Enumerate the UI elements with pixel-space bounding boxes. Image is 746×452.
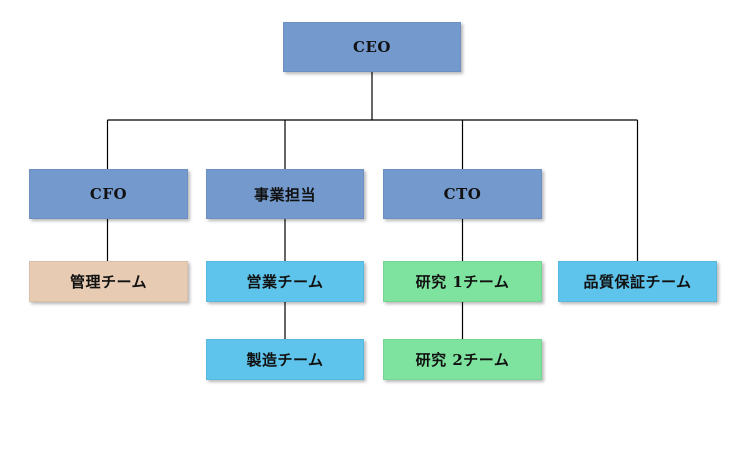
research-team-1-label: 研究 1チーム [415, 273, 510, 291]
sales-team-box: 営業チーム [206, 261, 364, 302]
quality-assurance-team-box: 品質保証チーム [558, 261, 717, 302]
cfo-box: CFO [29, 169, 188, 219]
cto-label: CTO [443, 185, 482, 203]
quality-assurance-team-label: 品質保証チーム [583, 273, 692, 291]
business-head-box: 事業担当 [206, 169, 364, 219]
research-team-2-label: 研究 2チーム [415, 351, 510, 369]
admin-team-box: 管理チーム [29, 261, 188, 302]
admin-team-label: 管理チーム [69, 273, 148, 291]
manufacturing-team-box: 製造チーム [206, 339, 364, 380]
cfo-label: CFO [89, 185, 128, 203]
ceo-label: CEO [353, 38, 391, 56]
cto-box: CTO [383, 169, 542, 219]
research-team-2-box: 研究 2チーム [383, 339, 542, 380]
business-head-label: 事業担当 [253, 185, 316, 204]
ceo-box: CEO [283, 22, 461, 72]
sales-team-label: 営業チーム [246, 273, 324, 291]
manufacturing-team-label: 製造チーム [246, 351, 324, 369]
research-team-1-box: 研究 1チーム [383, 261, 542, 302]
